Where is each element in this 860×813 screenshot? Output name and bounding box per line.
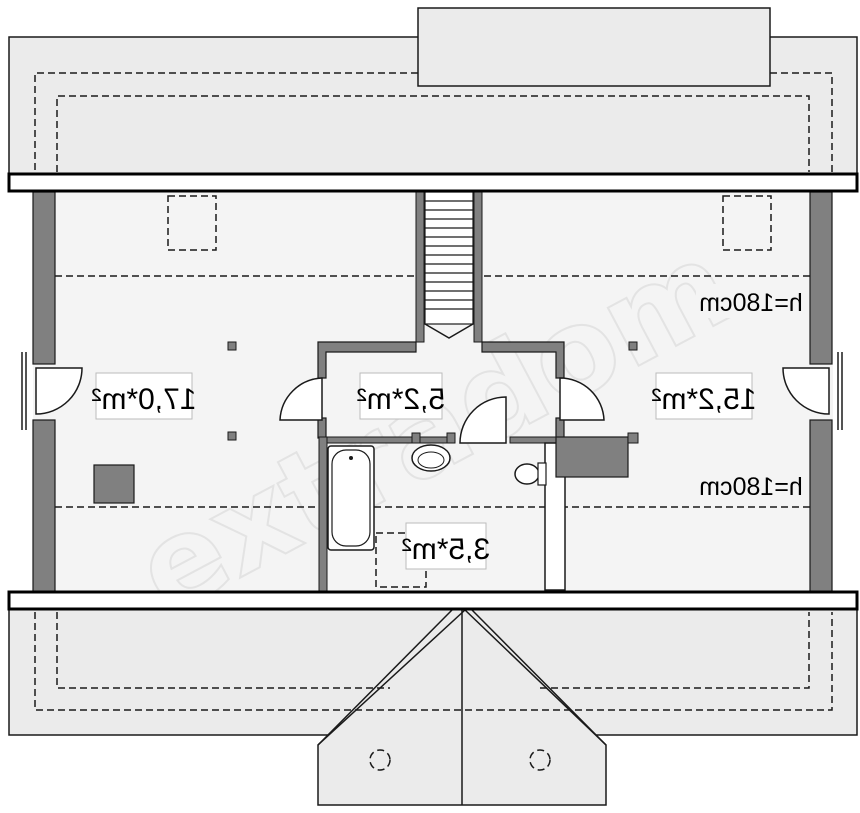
- room-label-right: 15,2*m²: [651, 372, 757, 420]
- roof-vent-right: [529, 749, 551, 771]
- chimney-block: [555, 436, 629, 478]
- area-bathroom: 3,5*m²: [402, 533, 490, 566]
- height-text-lower: h=180cm: [699, 473, 803, 501]
- right-balcony-door: [782, 367, 830, 415]
- bathroom-door: [459, 396, 507, 444]
- eave-bottom: [7, 590, 859, 611]
- area-hall: 5,2*m²: [357, 383, 445, 416]
- staircase: [415, 191, 483, 343]
- room-label-hall: 5,2*m²: [357, 372, 445, 420]
- roof-vent-left: [369, 749, 391, 771]
- chimney-left: [93, 464, 135, 504]
- room-label-bathroom: 3,5*m²: [402, 522, 490, 570]
- height-label-lower: h=180cm: [696, 468, 806, 502]
- chimney-dormer: [417, 7, 771, 87]
- right-wall: [809, 191, 843, 593]
- height-label-upper: h=180cm: [696, 284, 806, 318]
- left-room-door: [279, 377, 323, 421]
- toilet: [514, 463, 540, 485]
- room-label-left: 17,0*m²: [91, 372, 197, 420]
- top-roof: [8, 7, 858, 178]
- left-balcony-door: [35, 367, 83, 415]
- eave-top: [7, 172, 859, 193]
- bathroom: [318, 396, 639, 593]
- skylight-right: [722, 195, 772, 251]
- skylight-left: [167, 195, 217, 251]
- height-text-upper: h=180cm: [699, 289, 803, 317]
- area-right-room: 15,2*m²: [651, 383, 756, 416]
- post: [227, 341, 237, 351]
- right-room-door: [559, 377, 605, 421]
- area-left-room: 17,0*m²: [91, 383, 196, 416]
- hall-walls: [317, 341, 565, 439]
- bottom-roof: [8, 607, 858, 806]
- post: [227, 431, 237, 441]
- post: [628, 341, 638, 351]
